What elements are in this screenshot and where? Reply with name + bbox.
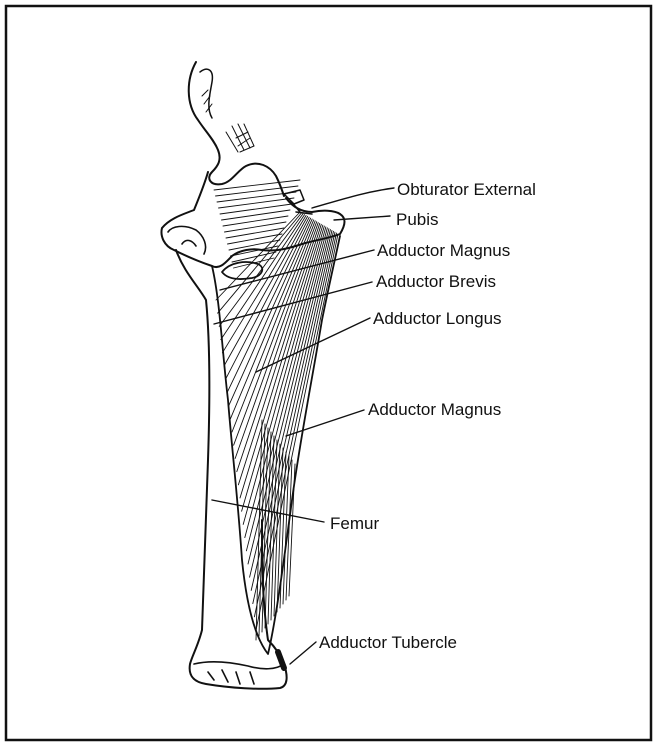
label-adductor-longus: Adductor Longus — [373, 310, 502, 327]
leader-obturator-external — [312, 188, 394, 208]
muscle-fiber — [246, 229, 328, 551]
muscle-fiber — [253, 232, 335, 603]
muscle-fiber — [234, 222, 317, 446]
label-pubis: Pubis — [396, 211, 439, 228]
label-adductor-magnus-upper: Adductor Magnus — [377, 242, 510, 259]
muscle-fiber — [223, 216, 288, 226]
muscle-fiber — [226, 228, 284, 238]
label-adductor-brevis: Adductor Brevis — [376, 273, 496, 290]
leader-adductor-brevis — [214, 282, 372, 324]
muscle-fiber — [221, 215, 305, 340]
muscle-fiber — [265, 432, 271, 628]
ilium-outline — [189, 62, 284, 196]
leader-adductor-tubercle — [290, 642, 316, 664]
label-femur: Femur — [330, 515, 379, 532]
muscle-fiber — [289, 464, 295, 596]
pelvis-body — [162, 172, 345, 267]
muscle-fiber — [225, 222, 287, 232]
muscle-fiber — [219, 198, 295, 208]
muscle-fiber — [217, 192, 296, 202]
muscle-fiber — [220, 204, 292, 214]
ilium-inner — [200, 69, 212, 118]
adductor-muscles-outline — [212, 236, 340, 654]
figure-border — [6, 6, 651, 740]
muscle-fibers — [214, 180, 338, 640]
label-obturator-external: Obturator External — [397, 181, 536, 198]
label-adductor-magnus-lower: Adductor Magnus — [368, 401, 501, 418]
label-adductor-tubercle: Adductor Tubercle — [319, 634, 457, 651]
adductor-tubercle-mark — [278, 652, 284, 668]
illustration — [162, 62, 395, 689]
leader-adductor-longus — [256, 318, 370, 372]
femur-condyles — [194, 662, 284, 684]
muscle-fiber — [222, 210, 291, 220]
muscle-fiber — [216, 186, 299, 196]
